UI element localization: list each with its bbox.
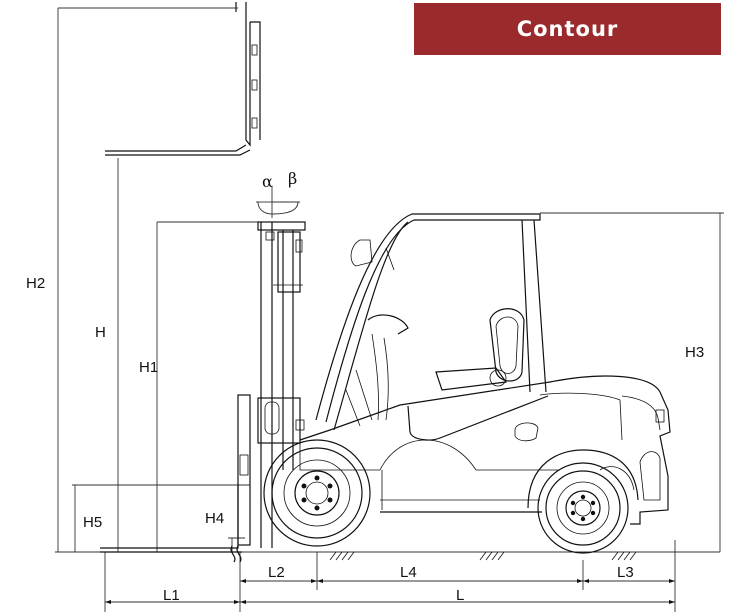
label-h: H (95, 324, 106, 341)
ground-hatch (329, 551, 637, 561)
label-beta: β (288, 169, 297, 188)
label-l1: L1 (163, 587, 180, 604)
steering-column (345, 314, 409, 427)
operator-seat (435, 308, 525, 391)
contour-badge: Contour (414, 3, 721, 55)
label-l: L (456, 587, 464, 604)
label-h2: H2 (26, 275, 45, 292)
label-h3: H3 (685, 344, 704, 361)
label-l2: L2 (268, 564, 285, 581)
lowered-fork (100, 394, 251, 563)
left-dimensions (55, 7, 720, 553)
label-h1: H1 (139, 359, 158, 376)
truck-body (299, 375, 671, 525)
label-alpha: α (262, 172, 273, 191)
front-wheel (263, 439, 371, 547)
badge-title: Contour (516, 17, 619, 41)
tilt-indicator (256, 186, 300, 218)
rear-wheel (527, 449, 639, 554)
mast (257, 221, 306, 548)
overhead-guard (315, 213, 547, 431)
label-l4: L4 (400, 564, 417, 581)
label-l3: L3 (617, 564, 634, 581)
label-h5: H5 (83, 514, 102, 531)
h4-bracket (228, 537, 245, 552)
bottom-dimensions (104, 540, 676, 612)
h3-dimension (540, 212, 724, 552)
raised-carriage (105, 2, 261, 156)
label-h4: H4 (205, 510, 224, 527)
